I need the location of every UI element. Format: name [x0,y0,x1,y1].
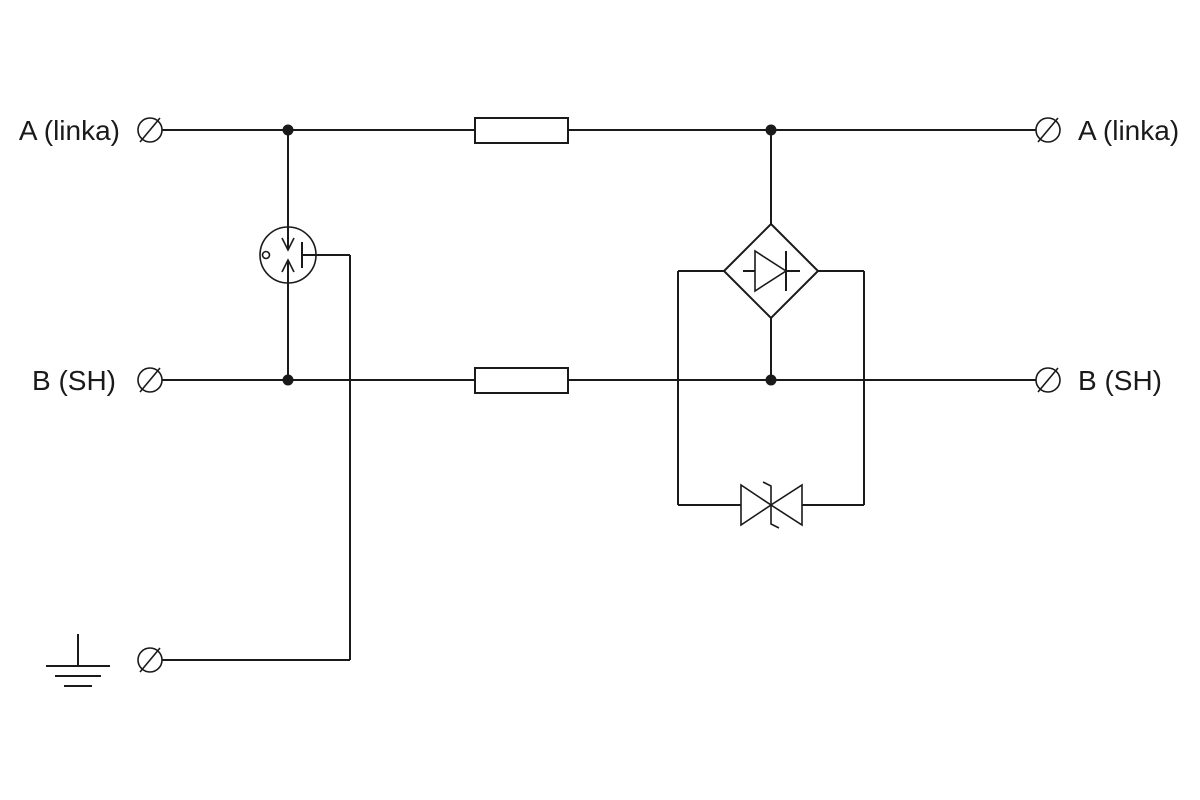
terminal-a-left [137,117,163,143]
terminal-label-a-right: A (linka) [1078,115,1179,146]
resistor-line-b [474,367,569,394]
terminal-a-right [1035,117,1061,143]
gas-discharge-tube [162,130,351,661]
terminal-label-b-left: B (SH) [32,365,116,396]
tvs-diode-bidirectional [677,271,865,529]
ground-icon [46,634,110,687]
terminal-label-a-left: A (linka) [19,115,120,146]
terminal-b-left [137,367,163,393]
junction-dot [282,374,294,386]
terminal-b-right [1035,367,1061,393]
junction-dot [765,374,777,386]
diode-bridge [678,130,864,380]
junction-dot [765,124,777,136]
terminal-label-b-right: B (SH) [1078,365,1162,396]
junction-dot [282,124,294,136]
resistor-line-a [474,117,569,144]
terminal-ground-left [137,647,163,673]
